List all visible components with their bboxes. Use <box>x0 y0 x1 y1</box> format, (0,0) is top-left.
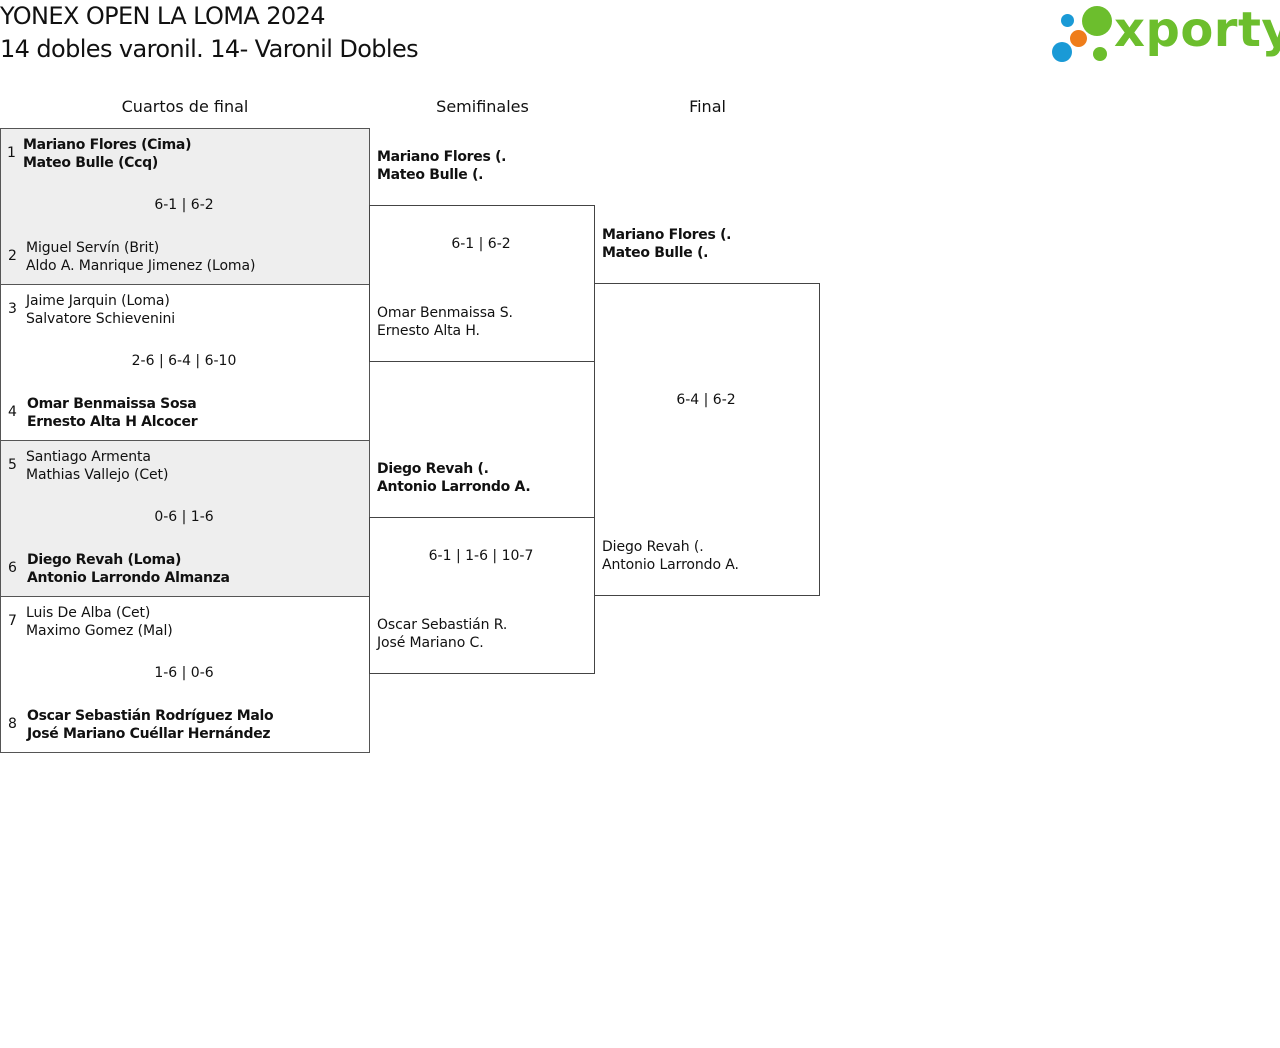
match-score: 6-1 | 6-2 <box>451 236 511 252</box>
player-name: Miguel Servín (Brit) <box>26 240 160 256</box>
final-match <box>594 283 820 596</box>
player-name: José Mariano Cuéllar Hernández <box>27 726 271 742</box>
player-name: Oscar Sebastián R. <box>377 617 508 633</box>
match-score: 2-6 | 6-4 | 6-10 <box>131 353 237 369</box>
player-name: Ernesto Alta H. <box>377 323 480 339</box>
seed-number: 2 <box>8 248 17 264</box>
player-name: Antonio Larrondo A. <box>602 557 739 573</box>
seed-number: 1 <box>7 145 16 161</box>
player-name: Mathias Vallejo (Cet) <box>26 467 169 483</box>
match-score: 6-1 | 6-2 <box>154 197 214 213</box>
player-name: Mateo Bulle (. <box>602 245 709 261</box>
seed-number: 4 <box>8 404 17 420</box>
match-score: 6-1 | 1-6 | 10-7 <box>428 548 534 564</box>
category-subtitle: 14 dobles varonil. 14- Varonil Dobles <box>0 35 419 63</box>
player-name: Ernesto Alta H Alcocer <box>27 414 198 430</box>
winner-pair: Mariano Flores (Cima) Mateo Bulle (Ccq) <box>23 136 191 172</box>
player-name: Mariano Flores (. <box>377 149 507 165</box>
player-name: Jaime Jarquin (Loma) <box>26 293 170 309</box>
round-header-quarterfinals: Cuartos de final <box>121 97 249 116</box>
seed-number: 5 <box>8 457 17 473</box>
player-name: Omar Benmaissa S. <box>377 305 513 321</box>
player-name: Santiago Armenta <box>26 449 151 465</box>
loser-pair: Omar Benmaissa S. Ernesto Alta H. <box>377 304 513 340</box>
player-name: Maximo Gomez (Mal) <box>26 623 173 639</box>
loser-pair: Santiago Armenta Mathias Vallejo (Cet) <box>26 448 168 484</box>
quarterfinal-match-1 <box>0 128 370 285</box>
player-name: Salvatore Schievenini <box>26 311 176 327</box>
logo-dot-blue-small-icon <box>1061 14 1074 27</box>
champion-pair: Mariano Flores (. Mateo Bulle (. <box>602 226 732 262</box>
round-header-final: Final <box>689 97 726 116</box>
player-name: Mateo Bulle (Ccq) <box>23 155 158 171</box>
logo-dot-orange-icon <box>1070 30 1087 47</box>
player-name: Oscar Sebastián Rodríguez Malo <box>27 708 274 724</box>
player-name: Antonio Larrondo Almanza <box>27 570 230 586</box>
seed-number: 6 <box>8 560 17 576</box>
quarterfinal-match-4 <box>0 596 370 753</box>
winner-pair: Diego Revah (. Antonio Larrondo A. <box>377 460 531 496</box>
player-name: Omar Benmaissa Sosa <box>27 396 197 412</box>
player-name: Mariano Flores (. <box>602 227 732 243</box>
tournament-title: YONEX OPEN LA LOMA 2024 <box>0 2 326 30</box>
seed-number: 3 <box>8 301 17 317</box>
runner-up-pair: Diego Revah (. Antonio Larrondo A. <box>602 538 739 574</box>
winner-pair: Omar Benmaissa Sosa Ernesto Alta H Alcoc… <box>27 395 198 431</box>
xporty-logo[interactable]: xporty <box>1050 2 1280 68</box>
player-name: Antonio Larrondo A. <box>377 479 531 495</box>
loser-pair: Oscar Sebastián R. José Mariano C. <box>377 616 507 652</box>
player-name: Mateo Bulle (. <box>377 167 484 183</box>
logo-dot-blue-large-icon <box>1052 42 1072 62</box>
match-score: 0-6 | 1-6 <box>154 509 214 525</box>
player-name: Aldo A. Manrique Jimenez (Loma) <box>26 258 256 274</box>
winner-pair: Diego Revah (Loma) Antonio Larrondo Alma… <box>27 551 230 587</box>
player-name: Diego Revah (Loma) <box>27 552 182 568</box>
logo-dot-green-icon <box>1082 6 1112 36</box>
logo-dot-green-small-icon <box>1093 47 1107 61</box>
player-name: Diego Revah (. <box>377 461 489 477</box>
seed-number: 7 <box>8 613 17 629</box>
player-name: Diego Revah (. <box>602 539 704 555</box>
winner-pair: Mariano Flores (. Mateo Bulle (. <box>377 148 507 184</box>
player-name: José Mariano C. <box>377 635 484 651</box>
player-name: Luis De Alba (Cet) <box>26 605 151 621</box>
player-name: Mariano Flores (Cima) <box>23 137 192 153</box>
match-score: 6-4 | 6-2 <box>676 392 736 408</box>
seed-number: 8 <box>8 716 17 732</box>
quarterfinal-match-3 <box>0 440 370 597</box>
loser-pair: Miguel Servín (Brit) Aldo A. Manrique Ji… <box>26 239 255 275</box>
match-score: 1-6 | 0-6 <box>154 665 214 681</box>
loser-pair: Luis De Alba (Cet) Maximo Gomez (Mal) <box>26 604 173 640</box>
round-header-semifinals: Semifinales <box>436 97 529 116</box>
winner-pair: Oscar Sebastián Rodríguez Malo José Mari… <box>27 707 274 743</box>
logo-wordmark: xporty <box>1114 2 1280 58</box>
loser-pair: Jaime Jarquin (Loma) Salvatore Schieveni… <box>26 292 175 328</box>
